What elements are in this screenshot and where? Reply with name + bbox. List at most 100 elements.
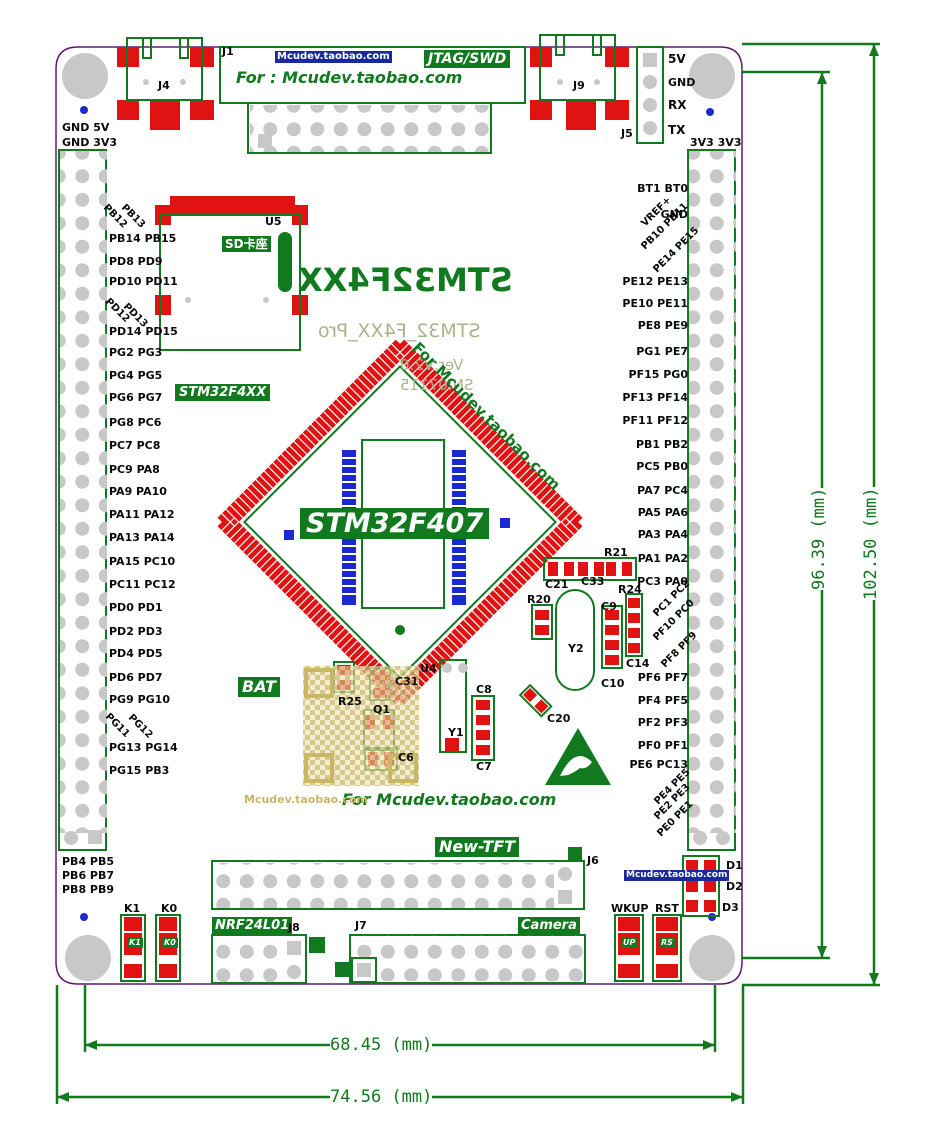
left-pin-label: PD0 PD1	[109, 601, 163, 614]
label-c6: C6	[398, 751, 414, 764]
left-pin-label: PG13 PG14	[109, 741, 178, 754]
label-k1: K1	[124, 902, 141, 915]
mcu-pin-gaps	[221, 343, 579, 701]
left-pin-label: PG9 PG10	[109, 693, 170, 706]
label-j7: J7	[355, 919, 367, 932]
right-pin-label: PA5 PA6	[637, 506, 688, 519]
left-bottom-label-1: PB4 PB5	[62, 855, 115, 868]
right-pin-label: PF2 PF3	[637, 716, 688, 729]
label-j6: J6	[587, 854, 599, 867]
camera-label: Camera	[518, 917, 580, 934]
left-pin-label: PD4 PD5	[109, 647, 163, 660]
usb-j4	[117, 37, 214, 130]
right-pin-label: PE8 PE9	[637, 319, 688, 332]
left-pin-label: PC9 PA8	[109, 463, 160, 476]
jtag-label: JTAG/SWD	[424, 50, 511, 68]
label-c14: C14	[626, 657, 650, 670]
right-pin-label: PA7 PC4	[637, 484, 688, 497]
label-r20: R20	[527, 593, 551, 606]
mounting-holes	[62, 53, 735, 981]
label-y1: Y1	[448, 726, 464, 739]
label-j5: J5	[621, 127, 633, 140]
sd-card-socket	[155, 196, 308, 351]
left-pin-label: PD2 PD3	[109, 625, 163, 638]
left-pin-label: PD14 PD15	[109, 325, 178, 338]
k0-button-label: K0	[162, 938, 178, 948]
right-pin-label: PG1 PE7	[636, 345, 688, 358]
right-pin-label: PE12 PE13	[622, 275, 688, 288]
label-c8: C8	[476, 683, 492, 696]
camera-header	[335, 934, 586, 984]
wkup-button-label: UP	[621, 938, 638, 948]
label-d3: D3	[722, 901, 739, 914]
label-c31: C31	[395, 675, 419, 688]
jtag-connector	[219, 46, 526, 154]
label-u4: U4	[420, 662, 437, 675]
left-bottom-label-3: PB8 PB9	[62, 883, 115, 896]
for-url-top: For : Mcudev.taobao.com	[236, 68, 463, 87]
left-pin-label: PA11 PA12	[109, 508, 175, 521]
esd-icon	[545, 728, 611, 785]
right-pin-label: GND	[660, 208, 688, 221]
right-pin-label: PF15 PG0	[628, 368, 688, 381]
left-pin-label: PA9 PA10	[109, 485, 167, 498]
tft-header	[211, 847, 585, 910]
right-pin-label: PF13 PF14	[622, 391, 688, 404]
url-badge-small: Mcudev.taobao.com	[624, 870, 730, 881]
left-top-label-2: GND 3V3	[62, 136, 118, 149]
right-pin-label: PF11 PF12	[622, 414, 688, 427]
label-c20: C20	[547, 712, 571, 725]
label-j9: J9	[573, 79, 585, 92]
j5-header	[636, 46, 664, 144]
right-top-label: 3V3 3V3	[690, 136, 742, 149]
j5-pin-5v: 5V	[668, 52, 686, 66]
label-c9: C9	[601, 600, 617, 613]
label-r21: R21	[604, 546, 628, 559]
label-c10: C10	[601, 677, 625, 690]
left-pin-label: PA15 PC10	[109, 555, 176, 568]
j5-pin-tx: TX	[668, 123, 686, 137]
right-pin-label: PE10 PE11	[622, 297, 688, 310]
right-pin-label: PC5 PB0	[636, 460, 688, 473]
left-pin-header	[58, 149, 107, 851]
usb-j9	[530, 34, 629, 130]
label-j1: J1	[222, 45, 234, 58]
dim-width-outer: 74.56 (mm)	[330, 1087, 433, 1107]
nrf-header	[211, 934, 325, 984]
sd-label: SD卡座	[222, 236, 271, 252]
label-wkup: WKUP	[611, 902, 649, 915]
dimension-arrows	[57, 44, 879, 1102]
u4-pins	[442, 663, 468, 673]
label-c21: C21	[545, 578, 569, 591]
rst-button-label: RS	[659, 938, 675, 948]
new-tft-label: New-TFT	[435, 837, 520, 857]
label-k0: K0	[161, 902, 178, 915]
label-r25: R25	[338, 695, 362, 708]
label-rst: RST	[655, 902, 679, 915]
label-r24: R24	[618, 583, 642, 596]
label-y2: Y2	[568, 642, 584, 655]
j5-pin-rx: RX	[668, 98, 687, 112]
label-d1: D1	[726, 859, 743, 872]
left-pin-label: PG2 PG3	[109, 346, 163, 359]
bat-label: BAT	[238, 677, 280, 697]
dim-height-outer: 102.50 (mm)	[861, 487, 881, 600]
label-j8: J8	[288, 921, 300, 934]
right-pin-label: BT1 BT0	[637, 182, 688, 195]
left-pin-label: PD8 PD9	[109, 255, 163, 268]
right-pin-label: PA1 PA2	[637, 552, 688, 565]
left-pin-label: PG15 PB3	[109, 764, 170, 777]
right-pin-label: PF0 PF1	[637, 739, 688, 752]
qr-code	[303, 666, 419, 786]
right-pin-label: PF4 PF5	[637, 694, 688, 707]
left-pin-label: PD10 PD11	[109, 275, 178, 288]
k1-button-label: K1	[127, 938, 143, 948]
url-badge-top: Mcudev.taobao.com	[275, 51, 392, 63]
pro-name-mirrored: STM32_F4XX_Pro	[318, 320, 481, 342]
nrf-label: NRF24L01	[212, 917, 293, 934]
board-name-mirrored: STM32F4XX	[298, 261, 513, 299]
url-faded: Mcudev.taobao.com	[244, 793, 368, 806]
left-pin-label: PD6 PD7	[109, 671, 163, 684]
label-j4: J4	[158, 79, 170, 92]
label-c33: C33	[581, 575, 605, 588]
